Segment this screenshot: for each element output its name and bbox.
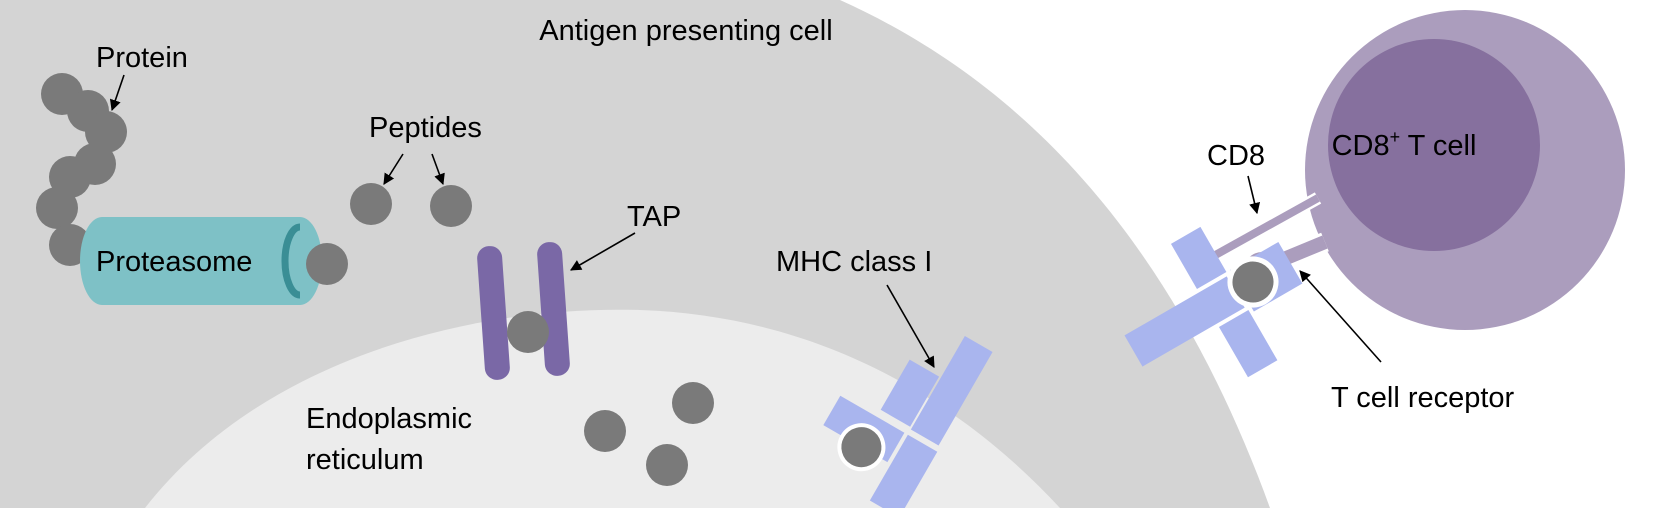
label-cd8-t-cell-main: CD8 (1332, 130, 1390, 162)
label-cd8-t-cell-superscript: + (1390, 127, 1401, 147)
label-cd8-t-cell-rest: T cell (1400, 130, 1476, 162)
tap-transporter (477, 242, 570, 380)
label-protein: Protein (96, 42, 188, 74)
protein-chain (36, 73, 127, 266)
peptide (672, 382, 714, 424)
peptide (584, 410, 626, 452)
label-antigen-presenting-cell: Antigen presenting cell (539, 15, 832, 47)
label-reticulum: reticulum (306, 444, 424, 476)
endoplasmic-reticulum (145, 309, 1060, 508)
mhc-class-i (823, 336, 993, 508)
arrow-mhc (886, 284, 935, 368)
label-mhc-class-i: MHC class I (776, 246, 932, 278)
label-endoplasmic: Endoplasmic (306, 403, 472, 435)
peptide (350, 183, 392, 225)
label-t-cell-receptor: T cell receptor (1331, 382, 1515, 414)
label-cd8-t-cell: CD8+ T cell (1332, 127, 1477, 162)
arrow-peptide-left (383, 153, 404, 185)
label-peptides: Peptides (369, 112, 482, 144)
label-cd8: CD8 (1207, 140, 1265, 172)
arrow-cd8 (1247, 175, 1261, 215)
peptide (646, 444, 688, 486)
peptide (430, 185, 472, 227)
mhc-class-i-surface (1124, 226, 1303, 378)
proteasome (80, 217, 348, 305)
arrow-peptide-right (431, 153, 445, 186)
arrow-tcr (1299, 270, 1382, 363)
arrow-tap (570, 232, 636, 271)
cd8-t-cell (1305, 10, 1625, 330)
peptide-in-proteasome (306, 243, 348, 285)
peptide-in-tap (507, 311, 549, 353)
label-proteasome: Proteasome (96, 246, 252, 278)
label-tap: TAP (627, 201, 681, 233)
arrow-protein (109, 74, 125, 112)
